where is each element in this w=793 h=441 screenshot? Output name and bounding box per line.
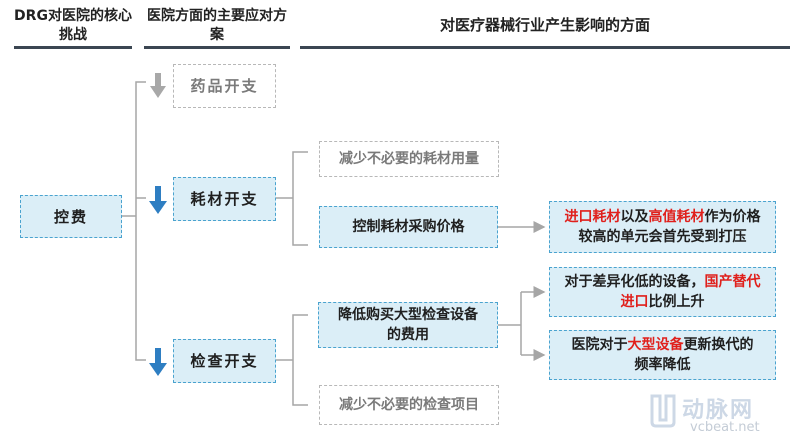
- header-response: 医院方面的主要应对方案: [147, 8, 287, 43]
- response-exam-label: 检查开支: [190, 352, 259, 370]
- vcbeat-logo-icon: [650, 394, 676, 428]
- impact-equipment-renewal-box: 医院对于大型设备更新换代的频率降低: [549, 330, 776, 380]
- response-consumables-label: 耗材开支: [190, 190, 259, 208]
- impact3-text-2: 更新换代的频率降低: [634, 337, 754, 373]
- action-reduce-equipment-label: 降低购买大型检查设备的费用: [338, 307, 478, 343]
- impact-import-highvalue-box: 进口耗材以及高值耗材作为价格较高的单元会首先受到打压: [549, 201, 776, 253]
- watermark-url: vcbeat.net: [690, 420, 760, 435]
- impact-domestic-substitution-box: 对于差异化低的设备，国产替代进口比例上升: [549, 267, 776, 317]
- action-reduce-consumables-label: 减少不必要的耗材用量: [339, 151, 479, 167]
- action-control-price-label: 控制耗材采购价格: [352, 219, 465, 235]
- impact3-text-1: 医院对于: [571, 337, 628, 353]
- impact3-highlight-equipment: 大型设备: [627, 337, 684, 353]
- grey-down-arrow-icon: [150, 73, 166, 98]
- header-impact: 对医疗器械行业产生影响的方面: [439, 16, 650, 34]
- impact1-highlight-import: 进口耗材: [564, 209, 621, 225]
- header-divider-2: [144, 46, 290, 49]
- impact-equipment-renewal-text: 医院对于大型设备更新换代的频率降低: [570, 335, 755, 375]
- response-drug-box: 药品开支: [173, 64, 276, 108]
- challenge-label: 控费: [53, 207, 88, 226]
- header-challenge: DRG对医院的核心挑战: [14, 8, 132, 43]
- watermark-brand: 动脉网: [682, 398, 755, 423]
- header-divider-1: [14, 46, 132, 49]
- impact2-highlight-domestic: 国产替代进口: [620, 274, 761, 310]
- impact-import-highvalue-text: 进口耗材以及高值耗材作为价格较高的单元会首先受到打压: [558, 207, 767, 247]
- action-reduce-exams-box: 减少不必要的检查项目: [319, 385, 499, 425]
- challenge-box: 控费: [20, 195, 122, 238]
- action-reduce-consumables-box: 减少不必要的耗材用量: [319, 141, 499, 177]
- action-reduce-exams-label: 减少不必要的检查项目: [339, 397, 479, 413]
- action-reduce-equipment-box: 降低购买大型检查设备的费用: [318, 302, 498, 348]
- action-control-price-box: 控制耗材采购价格: [319, 206, 498, 248]
- impact-domestic-substitution-text: 对于差异化低的设备，国产替代进口比例上升: [562, 272, 763, 312]
- header-divider-3: [300, 46, 790, 49]
- blue-down-arrow-icon-consumables: [149, 186, 167, 214]
- impact2-text-2: 比例上升: [648, 294, 705, 310]
- blue-down-arrow-icon-exam: [149, 348, 167, 376]
- impact1-highlight-highvalue: 高值耗材: [648, 209, 705, 225]
- response-exam-box: 检查开支: [173, 339, 276, 383]
- impact1-text-1: 以及: [620, 209, 649, 225]
- impact2-text-1: 对于差异化低的设备，: [564, 274, 705, 290]
- impact1-text-2: 作为价格较高的单元会首先受到打压: [578, 209, 761, 245]
- response-consumables-box: 耗材开支: [173, 177, 276, 221]
- response-drug-label: 药品开支: [190, 77, 259, 95]
